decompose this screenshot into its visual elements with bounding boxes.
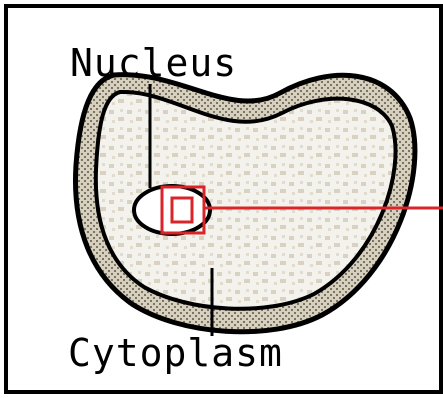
cytoplasm-label: Cytoplasm — [68, 334, 283, 372]
nucleus-label: Nucleus — [70, 44, 237, 82]
